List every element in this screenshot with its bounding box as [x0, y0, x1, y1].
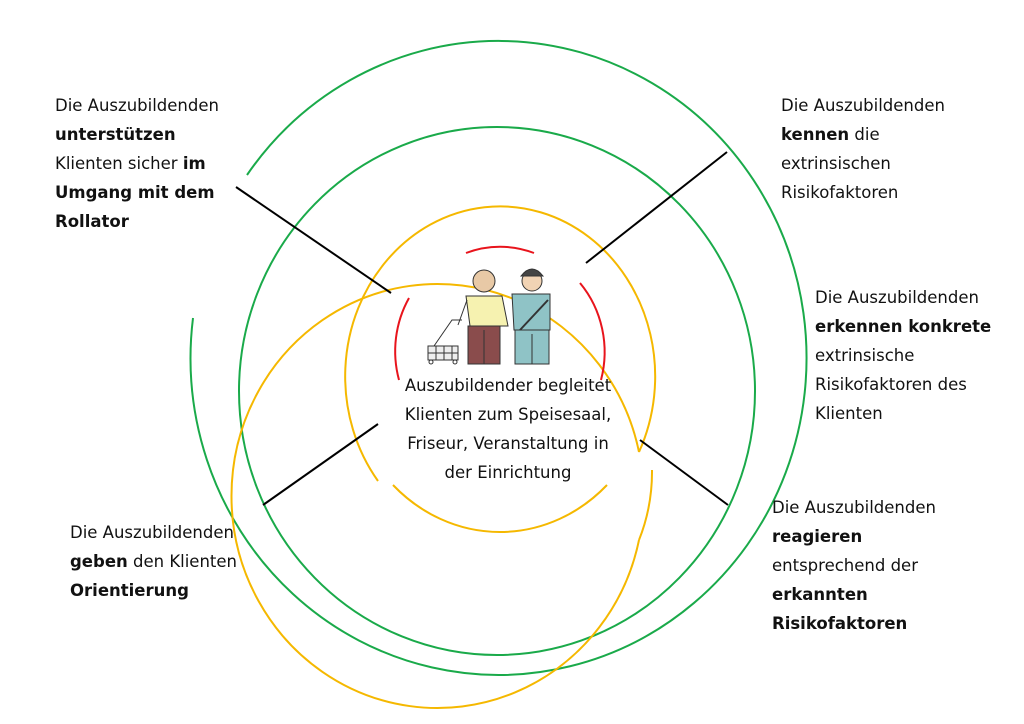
label-text: Risikofaktoren	[781, 183, 899, 202]
label-text: die	[849, 125, 880, 144]
label-text: den Klienten	[127, 552, 237, 571]
label-text-bold: geben	[70, 552, 128, 571]
label-line: Die Auszubildenden	[55, 91, 219, 120]
label-line: Risikofaktoren	[781, 178, 945, 207]
center-caption-line: Auszubildender begleitet	[404, 376, 612, 395]
label-line: Risikofaktoren des	[815, 370, 991, 399]
outer-green-ring	[189, 39, 808, 676]
red-ring-left	[394, 297, 410, 381]
label-text-bold: Umgang mit dem	[55, 183, 215, 202]
red-ring-top	[465, 245, 535, 254]
label-line: Rollator	[55, 207, 219, 236]
center-caption-line: der Einrichtung	[444, 463, 572, 482]
label-text-bold: erkennen konkrete	[815, 317, 992, 336]
label-text: Die Auszubildenden	[55, 96, 219, 115]
label-text-bold: reagieren	[772, 527, 863, 546]
rollator-icon	[427, 319, 462, 365]
label-text-bold: unterstützen	[55, 125, 176, 144]
label-text: extrinsischen	[781, 154, 891, 173]
label-line: Die Auszubildenden	[772, 493, 936, 522]
label-text: entsprechend der	[772, 556, 918, 575]
label-top-right: Die Auszubildenden kennen die extrinsische…	[781, 91, 945, 207]
connector-bottom-left	[262, 423, 379, 506]
connector-bottom-right	[639, 439, 729, 506]
label-text: Klienten	[815, 404, 883, 423]
label-line: Klienten sicher im	[55, 149, 219, 178]
label-line: Klienten	[815, 399, 991, 428]
label-bottom-right: Die Auszubildenden reagieren entsprechend …	[772, 493, 936, 638]
label-line: Umgang mit dem	[55, 178, 219, 207]
label-line: kennen die	[781, 120, 945, 149]
inner-yellow-ring-right	[638, 469, 654, 541]
label-text: Klienten sicher	[55, 154, 183, 173]
label-text: Die Auszubildenden	[815, 288, 979, 307]
label-line: extrinsischen	[781, 149, 945, 178]
label-text-bold: im	[182, 154, 206, 173]
connector-top-left	[235, 186, 392, 294]
label-line: Orientierung	[70, 576, 237, 605]
label-line: erkannten	[772, 580, 936, 609]
label-text-bold: kennen	[781, 125, 850, 144]
label-text: Risikofaktoren des	[815, 375, 967, 394]
caregiver-illustration	[427, 268, 551, 365]
label-text: extrinsische	[815, 346, 915, 365]
second-green-ring	[238, 126, 756, 656]
label-line: Risikofaktoren	[772, 609, 936, 638]
label-line: entsprechend der	[772, 551, 936, 580]
label-text: Die Auszubildenden	[772, 498, 936, 517]
caregiver-icon	[511, 268, 551, 365]
label-line: geben den Klienten	[70, 547, 237, 576]
inner-yellow-ring-upper	[344, 205, 657, 482]
label-mid-right: Die Auszubildenden erkennen konkrete extri…	[815, 283, 991, 428]
label-line: unterstützen	[55, 120, 219, 149]
label-text-bold: Orientierung	[70, 581, 189, 600]
label-line: reagieren	[772, 522, 936, 551]
connector-top-right	[585, 151, 728, 264]
label-text: Die Auszubildenden	[781, 96, 945, 115]
red-ring-right	[579, 282, 606, 381]
label-text-bold: erkannten	[772, 585, 868, 604]
label-line: Die Auszubildenden	[70, 518, 237, 547]
label-line: extrinsische	[815, 341, 991, 370]
label-text-bold: Rollator	[55, 212, 129, 231]
label-line: erkennen konkrete	[815, 312, 991, 341]
inner-yellow-ring-lower	[392, 484, 608, 534]
center-caption-line: Klienten zum Speisesaal,	[404, 405, 612, 424]
label-text: Die Auszubildenden	[70, 523, 234, 542]
label-line: Die Auszubildenden	[815, 283, 991, 312]
center-caption: Auszubildender begleitet Klienten zum Sp…	[388, 371, 628, 487]
elderly-person-icon	[457, 269, 509, 365]
label-text-bold: Risikofaktoren	[772, 614, 908, 633]
label-line: Die Auszubildenden	[781, 91, 945, 120]
center-caption-line: Friseur, Veranstaltung in	[407, 434, 609, 453]
